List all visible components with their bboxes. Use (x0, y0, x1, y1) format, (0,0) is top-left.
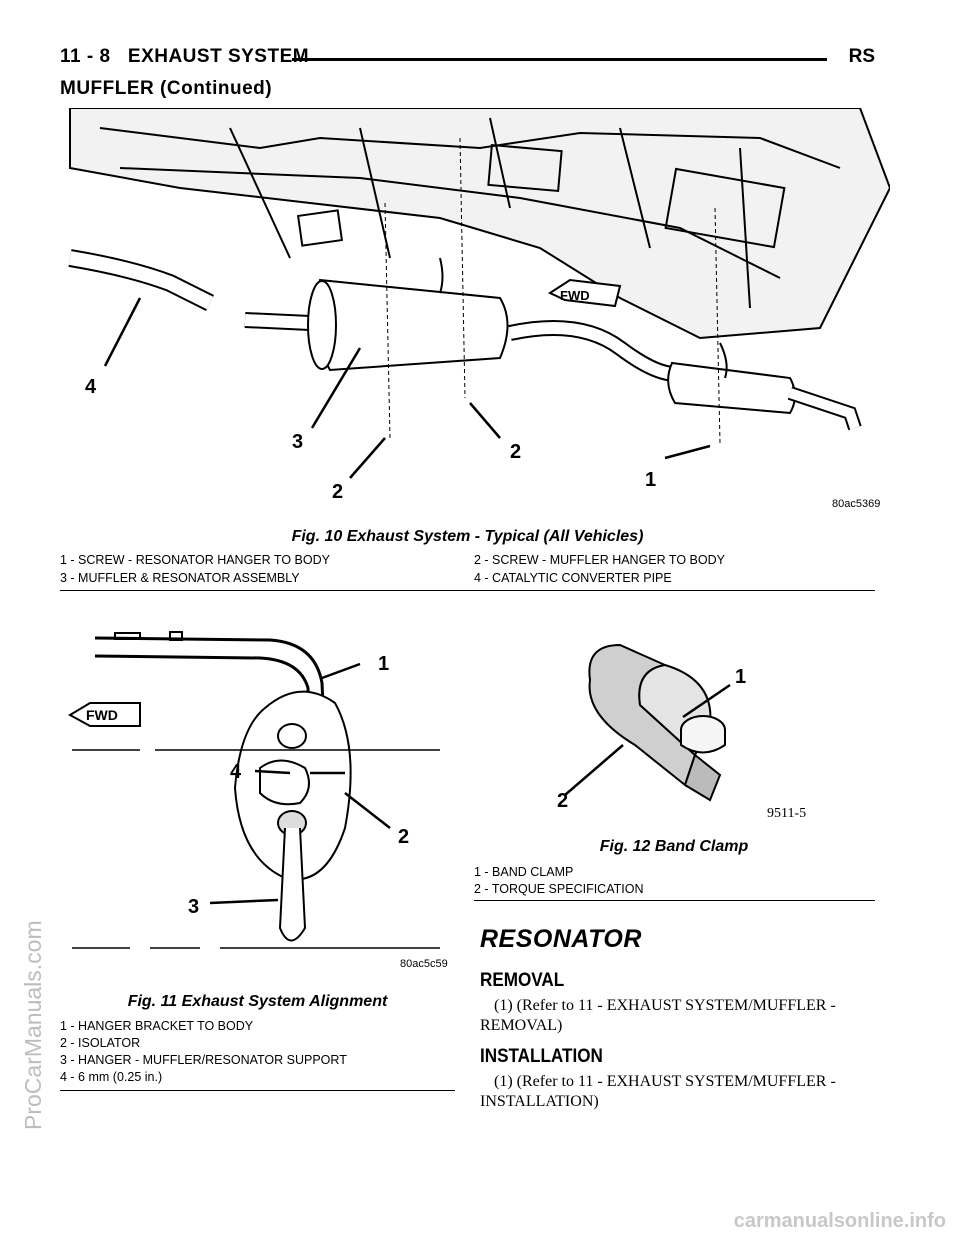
fig10-legend-3: 3 - MUFFLER & RESONATOR ASSEMBLY (60, 571, 300, 585)
fig10-legend-2: 2 - SCREW - MUFFLER HANGER TO BODY (474, 553, 725, 567)
header-rule (292, 58, 827, 61)
fig10-caption: Fig. 10 Exhaust System - Typical (All Ve… (291, 528, 644, 545)
fig10-image-code: 80ac5369 (832, 498, 881, 510)
fig11-callout-2: 2 (398, 826, 409, 848)
fig11-callout-1: 1 (378, 653, 389, 675)
removal-text: (1) (Refer to 11 - EXHAUST SYSTEM/MUFFLE… (480, 997, 836, 1034)
fig10-legend-1: 1 - SCREW - RESONATOR HANGER TO BODY (60, 553, 330, 567)
fwd-label-fig10: FWD (560, 288, 590, 303)
fig11-legend-4: 4 - 6 mm (0.25 in.) (60, 1070, 163, 1084)
fig12-callout-2: 2 (557, 790, 568, 812)
bottom-watermark: carmanualsonline.info (733, 1210, 946, 1232)
fig10-rule (60, 590, 875, 591)
resonator-title: RESONATOR (480, 925, 642, 953)
exhaust-system-illustration: FWD 4 3 2 2 1 (68, 108, 890, 503)
page-header: 11 - 8 EXHAUST SYSTEM RS (60, 46, 875, 74)
fig10-legend-4: 4 - CATALYTIC CONVERTER PIPE (474, 571, 672, 585)
side-watermark: ProCarManuals.com (20, 920, 46, 1130)
fig12-caption: Fig. 12 Band Clamp (599, 838, 749, 855)
fig11-rule (60, 1090, 455, 1091)
fig11-callout-4: 4 (230, 761, 242, 783)
band-clamp-illustration: 1 2 (557, 643, 746, 812)
fig12-image-code: 9511-5 (767, 806, 807, 821)
fig12-rule (474, 900, 875, 901)
installation-heading: INSTALLATION (480, 1046, 603, 1067)
fig12-legend-1: 1 - BAND CLAMP (474, 865, 574, 879)
fig11-caption: Fig. 11 Exhaust System Alignment (127, 993, 388, 1010)
continued-title: MUFFLER (Continued) (60, 78, 273, 99)
callout-2-left: 2 (332, 481, 343, 503)
fig12-legend-2: 2 - TORQUE SPECIFICATION (474, 882, 644, 896)
fig11-image-code: 80ac5c59 (400, 958, 448, 970)
callout-2-right: 2 (510, 441, 521, 463)
header-page-section: 11 - 8 EXHAUST SYSTEM (60, 46, 310, 67)
fig11-callout-3: 3 (188, 896, 199, 918)
callout-3: 3 (292, 431, 303, 453)
fig11-legend-3: 3 - HANGER - MUFFLER/RESONATOR SUPPORT (60, 1053, 347, 1067)
alignment-illustration: FWD 1 4 2 3 (67, 631, 440, 949)
removal-heading: REMOVAL (480, 970, 565, 991)
callout-1: 1 (645, 469, 656, 491)
fwd-label-fig11: FWD (86, 707, 118, 723)
header-model: RS (848, 46, 875, 67)
fig11-legend-1: 1 - HANGER BRACKET TO BODY (60, 1019, 254, 1033)
fig11-legend-2: 2 - ISOLATOR (60, 1036, 141, 1050)
callout-4: 4 (85, 376, 97, 398)
installation-text: (1) (Refer to 11 - EXHAUST SYSTEM/MUFFLE… (480, 1073, 836, 1110)
fig12-callout-1: 1 (735, 666, 746, 688)
